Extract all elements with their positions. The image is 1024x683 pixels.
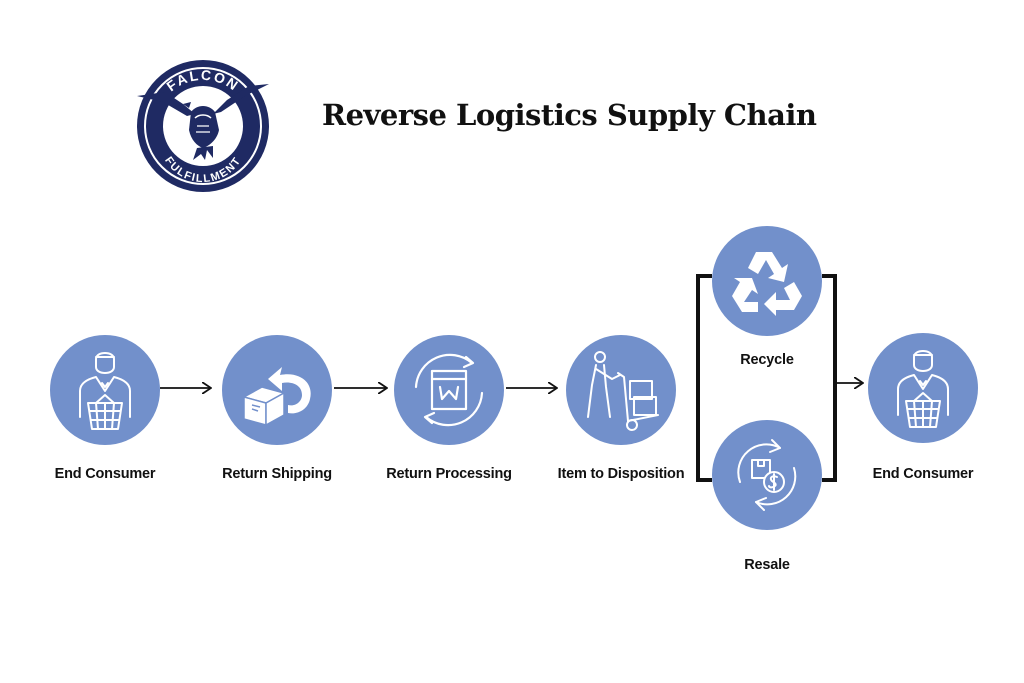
label-item-to-disposition: Item to Disposition xyxy=(557,466,685,482)
recycle-icon xyxy=(732,252,802,316)
label-return-shipping: Return Shipping xyxy=(222,466,332,482)
node-return-shipping xyxy=(222,335,332,445)
consumer-basket-icon xyxy=(79,352,131,430)
label-resale: Resale xyxy=(744,557,790,573)
node-resale xyxy=(712,420,822,530)
node-item-to-disposition xyxy=(566,335,676,445)
node-end-consumer-end xyxy=(868,333,978,443)
page-title: Reverse Logistics Supply Chain xyxy=(322,98,817,132)
node-recycle xyxy=(712,226,822,336)
branch-bracket-right xyxy=(822,274,837,482)
hand-truck-icon xyxy=(587,351,659,431)
label-end-consumer-end: End Consumer xyxy=(872,466,974,482)
node-return-processing xyxy=(394,335,504,445)
label-return-processing: Return Processing xyxy=(386,466,512,482)
node-end-consumer-start xyxy=(50,335,160,445)
resale-cycle-icon xyxy=(737,439,797,511)
package-cycle-icon xyxy=(414,353,484,427)
consumer-basket-icon xyxy=(897,350,949,428)
box-return-icon xyxy=(243,367,311,426)
falcon-fulfillment-logo: FALCON FULFILLMENT xyxy=(137,60,269,192)
branch-bracket-left xyxy=(696,274,712,482)
label-recycle: Recycle xyxy=(740,352,794,368)
label-end-consumer-start: End Consumer xyxy=(54,466,156,482)
